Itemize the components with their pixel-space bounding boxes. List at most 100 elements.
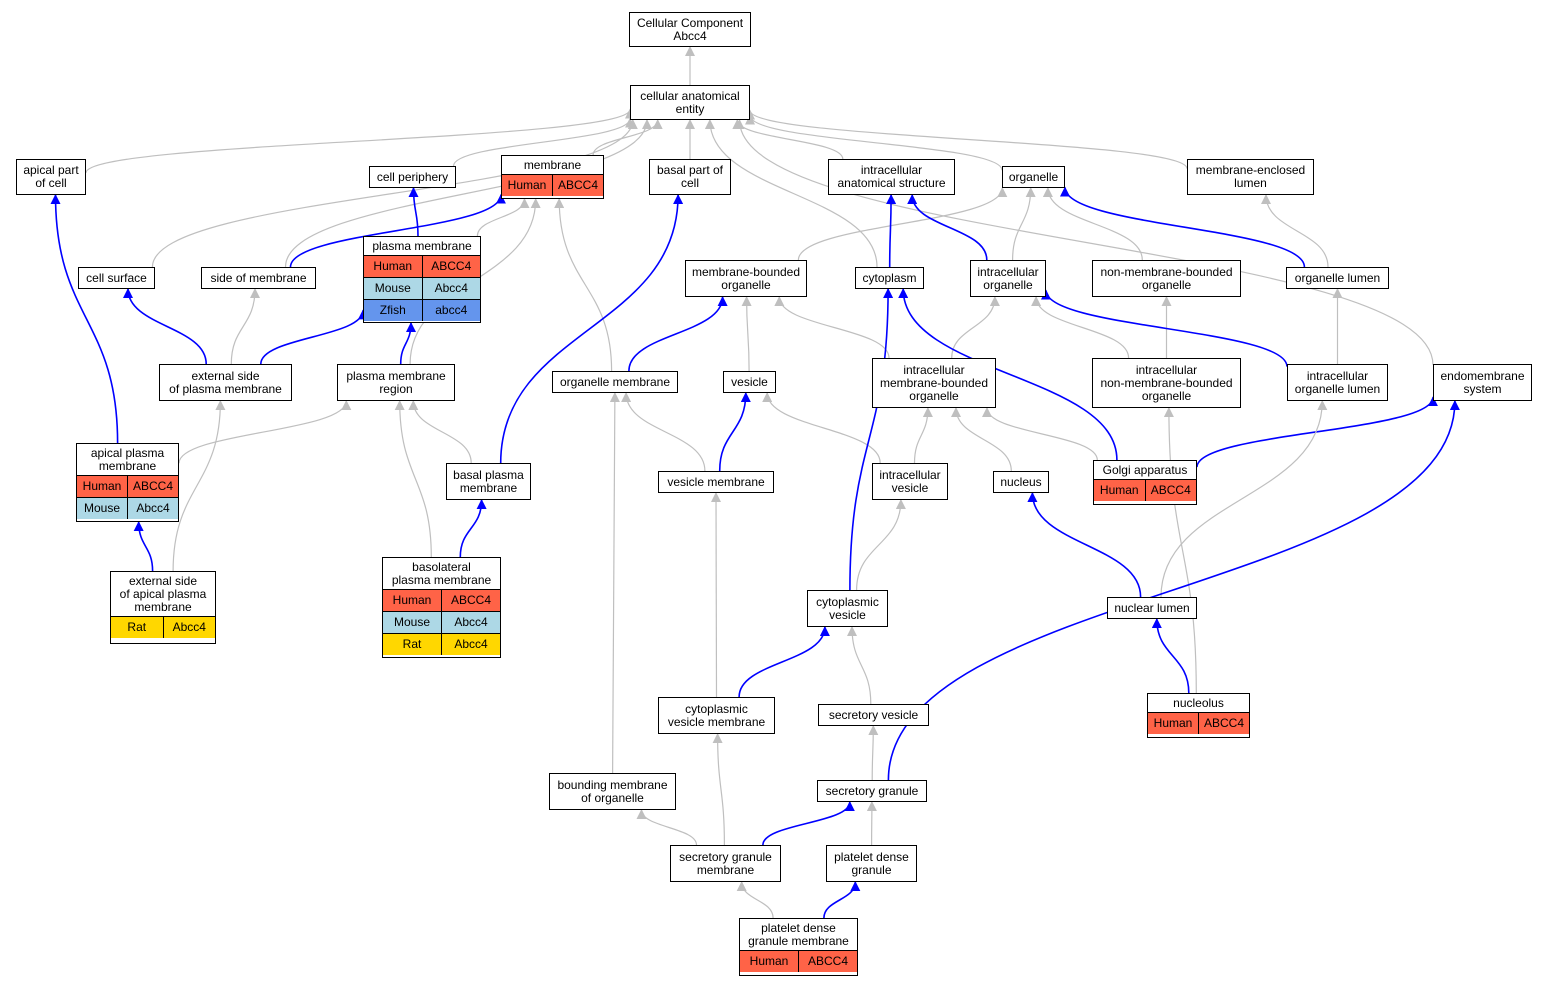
node-label: side of membrane: [210, 270, 307, 285]
node-label: cell periphery: [376, 169, 449, 184]
node-label: bounding membrane of organelle: [557, 777, 668, 805]
node-cytoplasm[interactable]: cytoplasm: [855, 267, 924, 289]
node-root[interactable]: Cellular Component Abcc4: [629, 12, 751, 47]
edge-intra-org-to-ias: [907, 194, 988, 261]
node-vesicle-membrane[interactable]: vesicle membrane: [658, 471, 774, 493]
node-cell-periphery[interactable]: cell periphery: [369, 166, 456, 188]
node-mel[interactable]: membrane-enclosed lumen: [1187, 159, 1314, 195]
node-label: secretory vesicle: [828, 707, 919, 722]
node-ias[interactable]: intracellular anatomical structure: [828, 159, 955, 195]
edge-cyto-vesicle-to-intra-vesicle: [856, 499, 906, 591]
node-label: organelle lumen: [1294, 270, 1381, 285]
node-label: intracellular membrane-bounded organelle: [879, 362, 989, 403]
edge-inmbo-to-intra-org: [1031, 296, 1130, 359]
edge-bounding-membrane-to-org-membrane: [609, 392, 620, 774]
node-cae[interactable]: cellular anatomical entity: [630, 85, 750, 120]
edge-plasma-membrane-to-cell-periphery: [408, 187, 419, 237]
node-label: cell surface: [86, 270, 147, 285]
edge-membrane-to-cae: [592, 119, 663, 156]
node-nmbo[interactable]: non-membrane-bounded organelle: [1092, 260, 1241, 297]
node-label: basal part of cell: [656, 163, 724, 190]
node-imbo[interactable]: intracellular membrane-bounded organelle: [872, 358, 996, 408]
edge-golgi-to-endomembrane: [1196, 396, 1438, 468]
edge-intra-vesicle-to-vesicle: [762, 392, 881, 464]
node-secretory-vesicle[interactable]: secretory vesicle: [818, 704, 929, 726]
node-intra-vesicle[interactable]: intracellular vesicle: [872, 463, 948, 500]
node-pm-region[interactable]: plasma membrane region: [337, 364, 455, 401]
node-secretory-granule[interactable]: secretory granule: [817, 780, 927, 802]
node-vesicle[interactable]: vesicle: [723, 371, 776, 393]
ortholog-species: Mouse: [374, 281, 411, 295]
node-org-membrane[interactable]: organelle membrane: [552, 371, 678, 393]
edge-nmbo-to-organelle: [1042, 187, 1143, 261]
edge-side-membrane-to-membrane: [289, 193, 506, 268]
node-label: intracellular vesicle: [879, 467, 941, 495]
node-cell-surface[interactable]: cell surface: [78, 267, 155, 289]
edge-golgi-to-cytoplasm: [898, 288, 1118, 461]
node-organelle[interactable]: organelle: [1002, 166, 1065, 188]
node-org-lumen[interactable]: organelle lumen: [1286, 267, 1389, 289]
node-endomembrane[interactable]: endomembrane system: [1433, 364, 1532, 401]
edge-endomembrane-to-cae: [734, 119, 1434, 366]
ortholog-gene: ABCC4: [798, 951, 857, 972]
ortholog-species: Human: [749, 954, 789, 968]
edge-pm-region-to-plasma-membrane: [399, 322, 416, 365]
node-nucleus[interactable]: nucleus: [993, 471, 1049, 493]
node-cvm[interactable]: cytoplasmic vesicle membrane: [658, 697, 775, 734]
edge-nucleolus-to-nuclear-lumen: [1151, 618, 1190, 694]
node-basal-part[interactable]: basal part of cell: [649, 159, 731, 195]
edge-sgm-to-secretory-granule: [762, 801, 855, 846]
node-label: membrane: [523, 158, 582, 172]
node-label: apical part of cell: [23, 163, 79, 190]
edge-nuclear-lumen-to-nucleus: [1027, 492, 1142, 598]
node-label: basal plasma membrane: [453, 467, 524, 495]
edge-basal-pm-to-pm-region: [408, 400, 472, 464]
edge-imbo-to-mbo: [774, 296, 890, 359]
edge-org-membrane-to-membrane: [554, 198, 613, 372]
ortholog-gene: abcc4: [421, 300, 481, 321]
node-basal-pm[interactable]: basal plasma membrane: [446, 463, 531, 500]
node-pdg[interactable]: platelet dense granule: [826, 845, 917, 882]
node-label: apical plasma membrane: [90, 446, 165, 473]
node-sgm[interactable]: secretory granule membrane: [670, 845, 781, 882]
ortholog-species: Human: [82, 479, 122, 493]
edge-basolateral-to-pm-region: [394, 400, 432, 558]
node-apical-part[interactable]: apical part of cell: [16, 159, 86, 195]
node-label: nucleus: [1000, 474, 1042, 489]
node-label: plasma membrane region: [346, 368, 446, 396]
node-label: nuclear lumen: [1114, 600, 1190, 615]
node-bounding-membrane[interactable]: bounding membrane of organelle: [549, 773, 676, 810]
edge-mel-to-cae: [745, 109, 1188, 169]
node-mbo[interactable]: membrane-bounded organelle: [685, 260, 807, 297]
edge-intra-org-to-organelle: [1012, 187, 1036, 261]
node-ext-side-pm[interactable]: external side of plasma membrane: [159, 364, 292, 401]
edge-sgm-to-cvm: [712, 733, 725, 846]
node-side-membrane[interactable]: side of membrane: [201, 267, 316, 289]
node-cyto-vesicle[interactable]: cytoplasmic vesicle: [807, 590, 888, 627]
node-inmbo[interactable]: intracellular non-membrane-bounded organ…: [1092, 358, 1241, 408]
ortholog-gene: Abcc4: [441, 612, 500, 633]
node-iol[interactable]: intracellular organelle lumen: [1287, 364, 1388, 401]
node-label: cellular anatomical entity: [640, 88, 740, 116]
edge-vesicle-membrane-to-org-membrane: [621, 392, 706, 472]
ortholog-species: Human: [507, 178, 547, 192]
node-nuclear-lumen[interactable]: nuclear lumen: [1107, 597, 1197, 619]
node-intra-org[interactable]: intracellular organelle: [970, 260, 1046, 297]
edge-cvm-to-cyto-vesicle: [738, 626, 830, 698]
edge-plasma-membrane-to-membrane: [476, 198, 530, 237]
